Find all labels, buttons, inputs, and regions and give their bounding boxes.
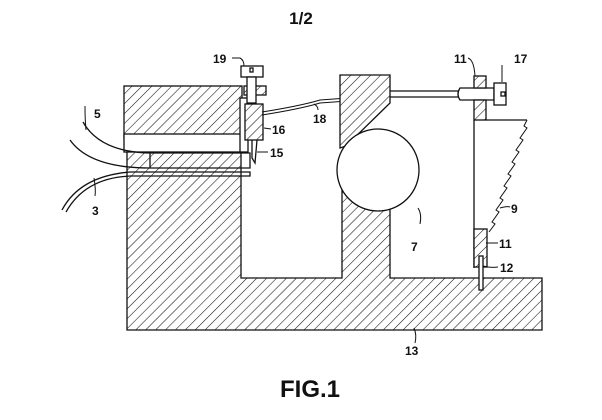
slot-channel <box>124 134 242 152</box>
upper-left-block <box>124 86 242 138</box>
wire-18-edge <box>262 101 348 115</box>
label-15: 15 <box>270 146 284 160</box>
label-9: 9 <box>511 202 518 216</box>
screw-shank-19 <box>247 77 256 103</box>
bracket-11-top-upper <box>474 76 486 88</box>
holder-16 <box>245 104 263 140</box>
needle-15 <box>252 140 257 163</box>
label-5: 5 <box>94 107 101 121</box>
leader-16 <box>264 128 271 129</box>
label-18: 18 <box>313 112 327 126</box>
label-11-bottom: 11 <box>499 237 512 251</box>
roller-7 <box>337 129 419 211</box>
leader-9 <box>500 207 510 208</box>
blade-9-teeth <box>489 120 527 232</box>
leader-19 <box>232 58 244 66</box>
leader-18 <box>314 104 318 110</box>
screw-slot <box>250 68 253 72</box>
label-19: 19 <box>213 52 227 66</box>
figure-caption: FIG.1 <box>280 376 340 403</box>
label-17: 17 <box>514 52 528 66</box>
page-indicator: 1/2 <box>289 9 313 28</box>
wire-18 <box>262 98 348 112</box>
label-12: 12 <box>500 261 514 275</box>
bracket-11-top-lower <box>474 100 486 120</box>
label-3: 3 <box>92 204 99 218</box>
label-7: 7 <box>411 240 418 254</box>
label-13: 13 <box>405 344 419 358</box>
label-11-top: 11 <box>454 52 467 66</box>
screw-17-slot <box>501 92 505 96</box>
label-16: 16 <box>272 123 286 137</box>
bolt-shank <box>458 88 494 100</box>
leader-7 <box>418 208 421 224</box>
pin-12 <box>479 256 483 290</box>
leader-11-top <box>468 58 475 76</box>
